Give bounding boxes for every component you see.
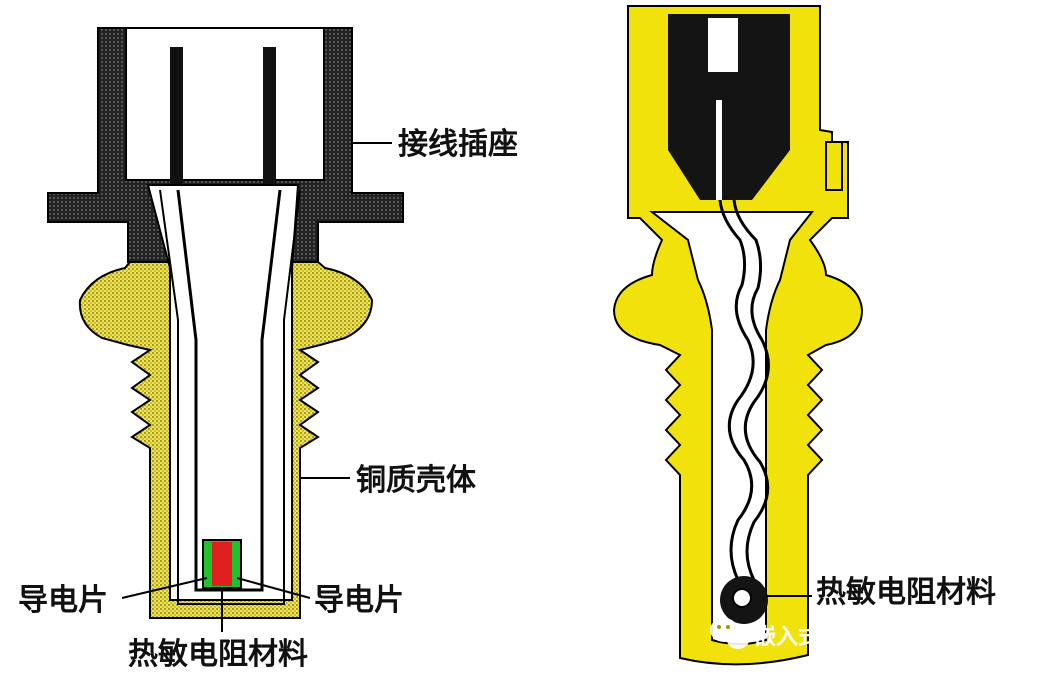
right-sensor: 热敏电阻材料 [612,5,996,666]
watermark-text: 嵌入式软件开发学习圈 [754,624,974,650]
label-thermistor-right: 热敏电阻材料 [816,575,996,610]
right-wire-2 [732,199,770,581]
right-side-clip [825,141,843,191]
right-terminal-slot [716,100,722,200]
right-wire-1 [718,199,755,581]
wechat-icon [710,618,749,649]
inner-tube-outer [159,189,301,605]
label-thermistor-left: 热敏电阻材料 [128,637,308,672]
inner-tube [176,189,282,592]
label-copper-housing: 铜质壳体 [356,463,477,498]
pin-left [170,47,183,227]
leader-conductor-left [121,577,208,599]
label-conductor-left: 导电片 [18,583,108,618]
label-conductor-right: 导电片 [314,583,404,618]
left-sensor: 接线插座 铜质壳体 导电片 导电片 热敏电阻材料 [18,27,518,672]
leader-conductor-right [236,577,311,599]
socket-cavity [125,27,325,181]
right-terminal-gap [708,18,738,72]
housing-bore [146,184,300,601]
right-thermistor-core [732,588,752,608]
thermistor-red [212,542,232,586]
right-terminal-block [668,14,790,200]
label-connector-socket: 接线插座 [398,127,518,162]
pin-right [263,47,276,227]
watermark: 嵌入式软件开发学习圈 [710,618,974,650]
